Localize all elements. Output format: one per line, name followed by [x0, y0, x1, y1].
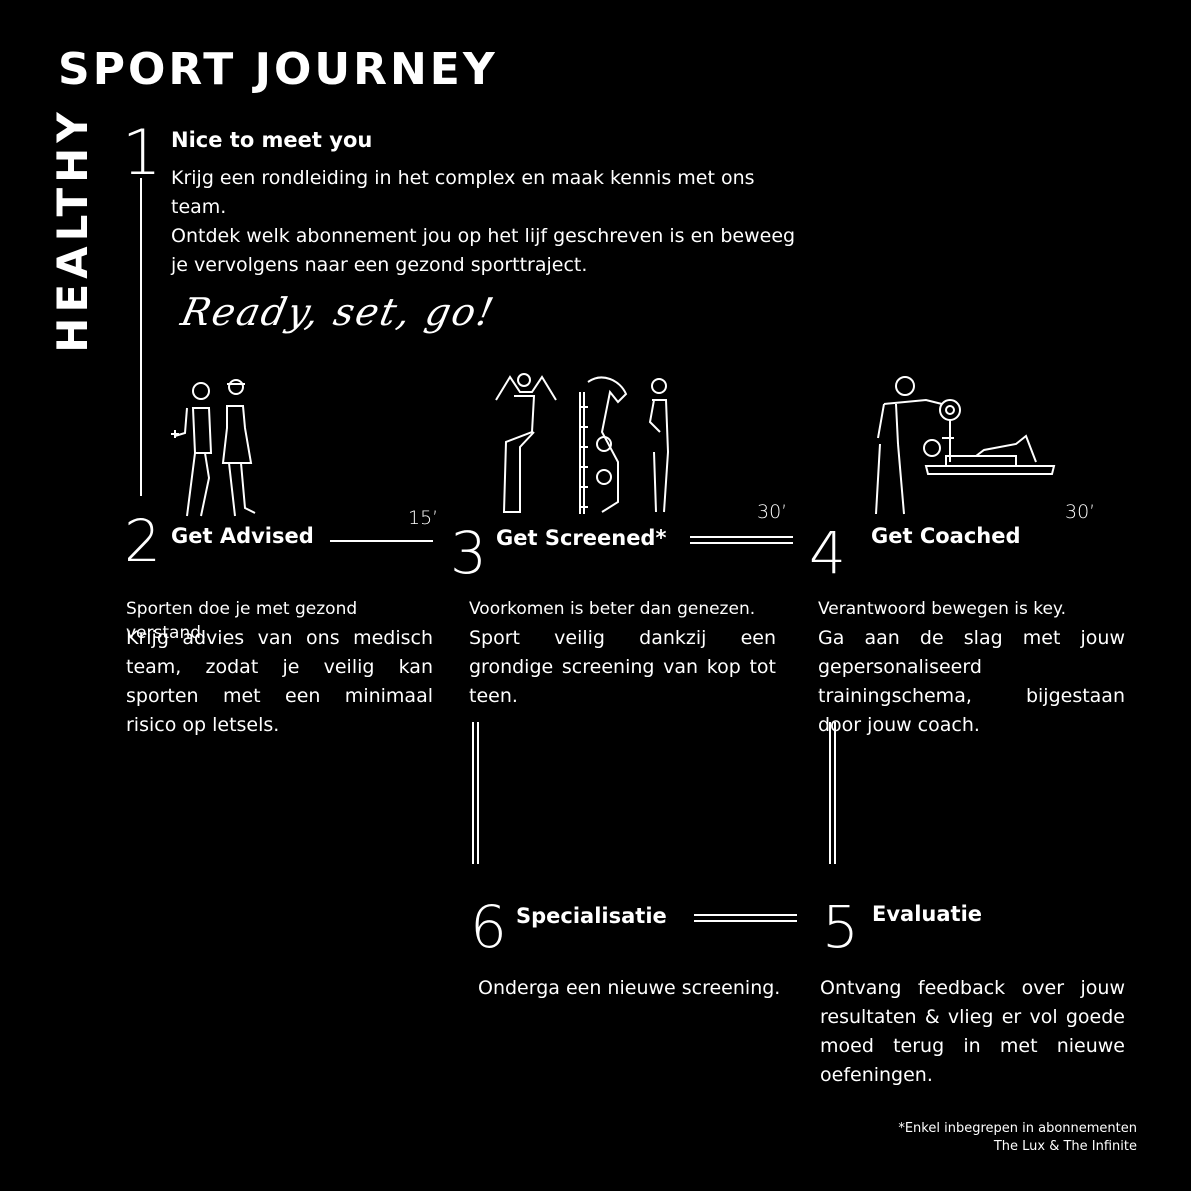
step-5-text: Ontvang feedback over jouw resultaten & … [820, 977, 1125, 1086]
step-3-text: Sport veilig dankzij een grondige screen… [469, 627, 776, 707]
step-6-title: Specialisatie [516, 904, 667, 928]
advisor-couple-icon [171, 379, 256, 517]
footnote-line-2: The Lux & The Infinite [993, 1139, 1137, 1154]
step-3-lead: Voorkomen is beter dan genezen. [469, 599, 756, 619]
step-2-number: 2 [124, 507, 161, 575]
connector-3-6-a [472, 722, 474, 864]
connector-3-6-b [477, 722, 479, 864]
step-3-number: 3 [450, 519, 487, 587]
step-2-text: Krijg advies van ons medisch team, zodat… [126, 627, 433, 736]
connector-2-3 [330, 540, 433, 542]
page-title: SPORT JOURNEY [58, 44, 498, 95]
tagline: Ready, set, go! [177, 290, 500, 334]
connector-3-4-b [690, 542, 793, 544]
step-1-line-2: Ontdek welk abonnement jou op het lijf g… [171, 225, 796, 247]
step-4-title: Get Coached [871, 524, 1021, 548]
step-4-text: Ga aan de slag met jouw gepersonaliseerd… [818, 627, 1125, 736]
footnote-line-1: *Enkel inbegrepen in abonnementen [898, 1121, 1137, 1136]
footnote: *Enkel inbegrepen in abonnementen The Lu… [898, 1120, 1137, 1156]
step-3-duration: 30’ [757, 501, 788, 523]
connector-5-6-b [694, 920, 797, 922]
step-2-title: Get Advised [171, 524, 314, 548]
step-5-title: Evaluatie [872, 902, 983, 926]
connector-4-5-a [829, 722, 831, 864]
step-1-number: 1 [122, 116, 162, 189]
vertical-label: HEALTHY [48, 107, 97, 353]
step-1-title: Nice to meet you [171, 128, 373, 152]
step-6-number: 6 [470, 893, 507, 961]
connector-5-6-a [694, 914, 797, 916]
step-4-number: 4 [809, 519, 846, 587]
step-4-lead: Verantwoord bewegen is key. [818, 599, 1066, 619]
step-1-line-3: je vervolgens naar een gezond sporttraje… [171, 254, 588, 276]
step-2-duration: 15’ [408, 507, 439, 529]
step-5-number: 5 [822, 893, 859, 961]
step-1-connector [140, 178, 142, 496]
step-3-title: Get Screened* [496, 526, 667, 550]
step-4-duration: 30’ [1065, 501, 1096, 523]
screening-icon [495, 373, 670, 514]
step-1-line-1: Krijg een rondleiding in het complex en … [171, 167, 755, 218]
connector-4-5-b [834, 722, 836, 864]
step-2-lead: Sporten doe je met gezond verstand. [126, 599, 358, 643]
step-1-text: Krijg een rondleiding in het complex en … [171, 164, 811, 280]
step-6-text: Onderga een nieuwe screening. [478, 977, 781, 999]
coach-weights-icon [875, 376, 1056, 515]
connector-3-4-a [690, 536, 793, 538]
